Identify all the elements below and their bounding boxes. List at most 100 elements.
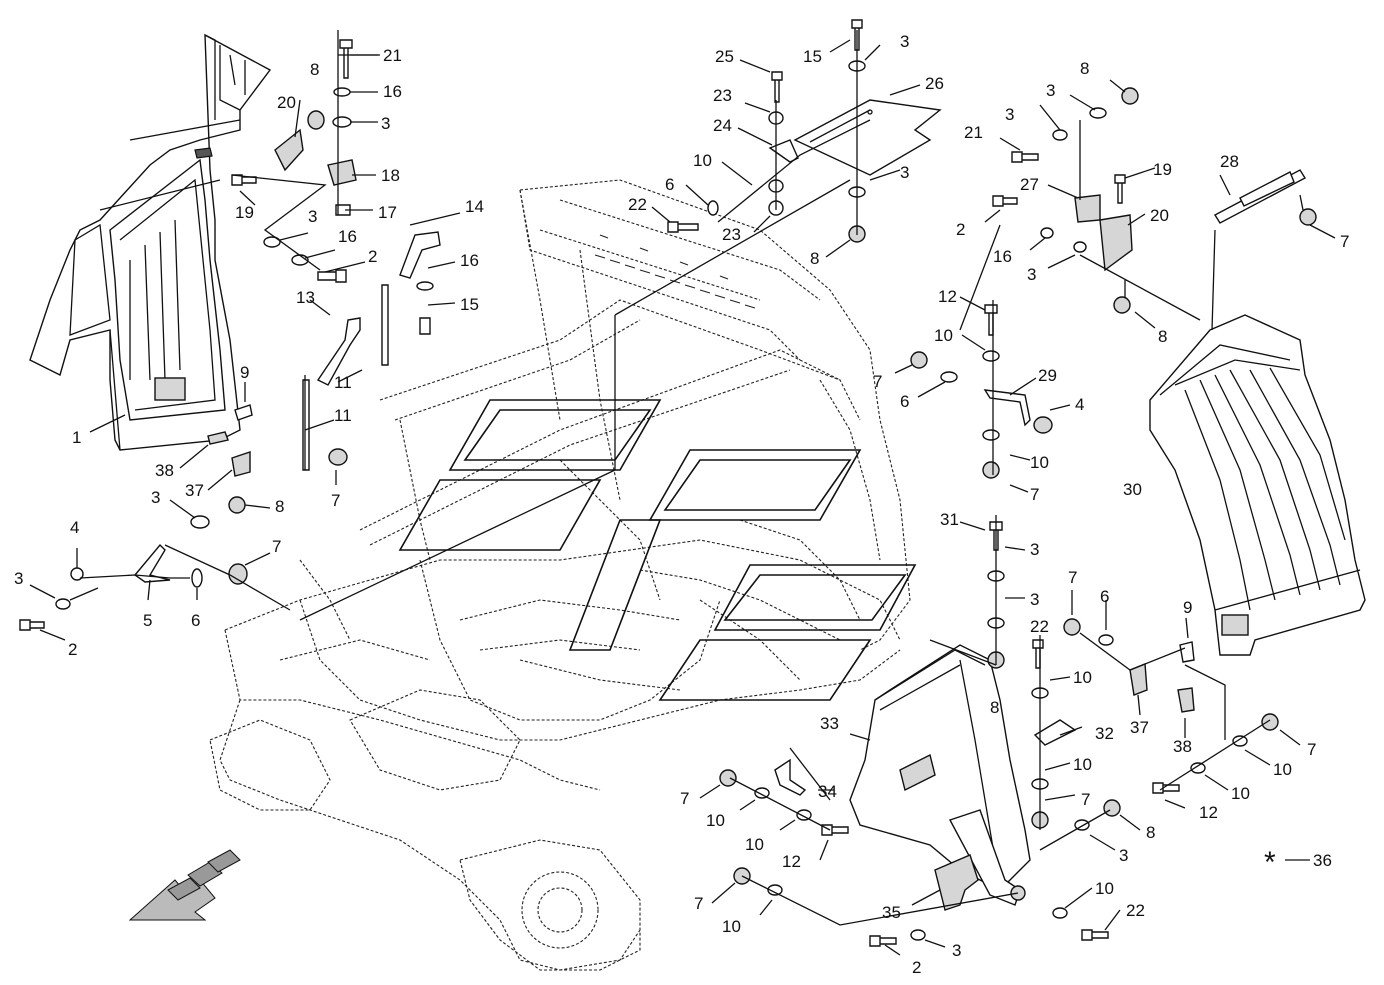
label-12: 12 bbox=[782, 852, 801, 871]
label-11: 11 bbox=[334, 373, 352, 392]
label-8: 8 bbox=[1080, 59, 1089, 78]
label-15: 15 bbox=[460, 295, 479, 314]
label-21: 21 bbox=[964, 123, 983, 142]
label-9: 9 bbox=[1183, 598, 1192, 617]
label-3: 3 bbox=[1046, 81, 1055, 100]
label-10: 10 bbox=[1073, 755, 1092, 774]
label-2: 2 bbox=[956, 220, 965, 239]
label-7: 7 bbox=[873, 372, 882, 391]
label-3: 3 bbox=[1030, 590, 1039, 609]
label-16: 16 bbox=[993, 247, 1012, 266]
leader-lines bbox=[29, 30, 1336, 956]
label-37: 37 bbox=[185, 481, 204, 500]
label-21: 21 bbox=[383, 46, 402, 65]
label-35: 35 bbox=[882, 903, 901, 922]
label-3: 3 bbox=[1027, 265, 1036, 284]
label-7: 7 bbox=[680, 789, 689, 808]
label-23: 23 bbox=[713, 86, 732, 105]
hardware-parts bbox=[19, 19, 1317, 947]
label-8: 8 bbox=[1146, 823, 1155, 842]
label-16: 16 bbox=[338, 227, 357, 246]
part-labels: 1 19 20 8 21 16 3 18 17 3 16 2 13 14 16 … bbox=[14, 32, 1349, 977]
label-7: 7 bbox=[1307, 740, 1316, 759]
label-38: 38 bbox=[1173, 737, 1192, 756]
label-2: 2 bbox=[368, 247, 377, 266]
part-left-door bbox=[29, 33, 272, 451]
label-7: 7 bbox=[1030, 485, 1039, 504]
label-29: 29 bbox=[1038, 366, 1057, 385]
part-right-door bbox=[1149, 314, 1366, 656]
label-6: 6 bbox=[900, 392, 909, 411]
label-26: 26 bbox=[925, 74, 944, 93]
label-4: 4 bbox=[70, 518, 79, 537]
label-7: 7 bbox=[272, 537, 281, 556]
label-28: 28 bbox=[1220, 152, 1239, 171]
label-30: 30 bbox=[1123, 480, 1142, 499]
label-2: 2 bbox=[912, 958, 921, 977]
footnote-asterisk: * bbox=[1264, 846, 1276, 879]
label-31: 31 bbox=[940, 510, 959, 529]
label-2: 2 bbox=[68, 640, 77, 659]
label-25: 25 bbox=[715, 47, 734, 66]
label-3: 3 bbox=[1119, 846, 1128, 865]
label-10: 10 bbox=[934, 326, 953, 345]
label-10: 10 bbox=[745, 835, 764, 854]
watermark-logo bbox=[398, 399, 917, 701]
label-3: 3 bbox=[1030, 540, 1039, 559]
label-7: 7 bbox=[694, 894, 703, 913]
label-10: 10 bbox=[722, 917, 741, 936]
label-15: 15 bbox=[803, 47, 822, 66]
label-8: 8 bbox=[990, 698, 999, 717]
label-6: 6 bbox=[191, 611, 200, 630]
label-12: 12 bbox=[938, 287, 957, 306]
label-4: 4 bbox=[1075, 395, 1084, 414]
label-19: 19 bbox=[235, 203, 254, 222]
label-33: 33 bbox=[820, 714, 839, 733]
label-13: 13 bbox=[296, 288, 315, 307]
label-16: 16 bbox=[383, 82, 402, 101]
label-27: 27 bbox=[1020, 175, 1039, 194]
label-12: 12 bbox=[1199, 803, 1218, 822]
label-3: 3 bbox=[308, 207, 317, 226]
label-3: 3 bbox=[151, 488, 160, 507]
label-10: 10 bbox=[1073, 668, 1092, 687]
label-7: 7 bbox=[331, 491, 340, 510]
label-3: 3 bbox=[900, 32, 909, 51]
label-8: 8 bbox=[810, 249, 819, 268]
label-37: 37 bbox=[1130, 718, 1149, 737]
label-18: 18 bbox=[381, 166, 400, 185]
label-6: 6 bbox=[665, 175, 674, 194]
label-3: 3 bbox=[1005, 105, 1014, 124]
label-22: 22 bbox=[628, 195, 647, 214]
part-front-panel bbox=[849, 644, 1031, 906]
label-7: 7 bbox=[1340, 232, 1349, 251]
label-8: 8 bbox=[275, 497, 284, 516]
label-22: 22 bbox=[1030, 617, 1049, 636]
label-20: 20 bbox=[1150, 206, 1169, 225]
label-9: 9 bbox=[240, 363, 249, 382]
label-7: 7 bbox=[1081, 790, 1090, 809]
label-8: 8 bbox=[1158, 327, 1167, 346]
label-34: 34 bbox=[818, 782, 837, 801]
label-7: 7 bbox=[1068, 568, 1077, 587]
label-17: 17 bbox=[378, 203, 397, 222]
label-11: 11 bbox=[334, 406, 352, 425]
label-23: 23 bbox=[722, 225, 741, 244]
footnote-marker: * 36 bbox=[1264, 846, 1332, 879]
label-5: 5 bbox=[143, 611, 152, 630]
label-6: 6 bbox=[1100, 587, 1109, 606]
label-3: 3 bbox=[14, 569, 23, 588]
label-20: 20 bbox=[277, 93, 296, 112]
label-10: 10 bbox=[1231, 784, 1250, 803]
label-32: 32 bbox=[1095, 724, 1114, 743]
label-1: 1 bbox=[72, 428, 81, 447]
label-3: 3 bbox=[381, 114, 390, 133]
label-19: 19 bbox=[1153, 160, 1172, 179]
part-plate bbox=[793, 99, 942, 176]
label-10: 10 bbox=[693, 151, 712, 170]
label-10: 10 bbox=[1273, 760, 1292, 779]
label-16: 16 bbox=[460, 251, 479, 270]
label-36: 36 bbox=[1313, 851, 1332, 870]
label-10: 10 bbox=[1095, 879, 1114, 898]
